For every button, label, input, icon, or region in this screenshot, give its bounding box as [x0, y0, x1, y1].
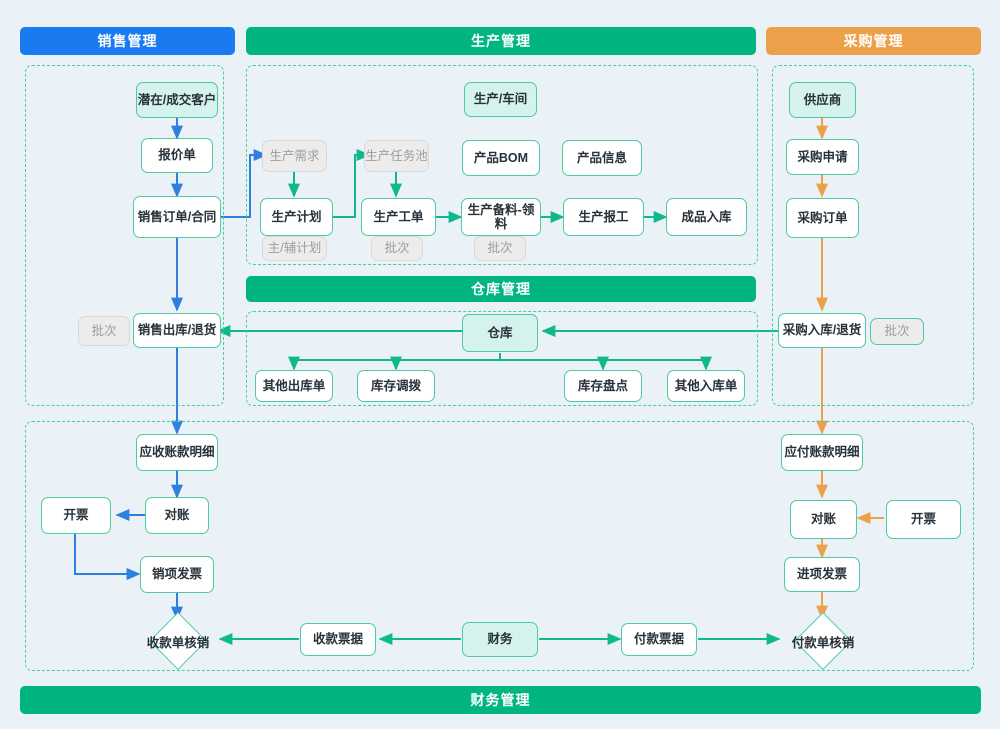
- node-purchase-request[interactable]: 采购申请: [786, 139, 859, 175]
- group-warehouse: [246, 311, 758, 406]
- node-ar-detail[interactable]: 应收账款明细: [136, 434, 218, 471]
- node-finance-center[interactable]: 财务: [462, 622, 538, 657]
- node-material-prep[interactable]: 生产备料-领料: [461, 198, 541, 236]
- node-receipt-document-label: 收款票据: [312, 632, 363, 647]
- node-payment-clearing[interactable]: 付款单核销: [767, 612, 879, 670]
- node-supplier[interactable]: 供应商: [789, 82, 856, 118]
- node-ap-reconcile-label: 对账: [810, 512, 836, 527]
- node-customer[interactable]: 潜在/成交客户: [136, 82, 218, 118]
- node-receipt-clearing[interactable]: 收款单核销: [122, 612, 234, 670]
- node-product-info[interactable]: 产品信息: [562, 140, 642, 176]
- node-stock-transfer[interactable]: 库存调拨: [357, 370, 435, 402]
- node-finished-goods-in[interactable]: 成品入库: [666, 198, 747, 236]
- node-stock-transfer-label: 库存调拨: [370, 378, 421, 393]
- node-batch-sales[interactable]: 批次: [78, 316, 130, 346]
- node-batch-work-order-label: 批次: [384, 241, 410, 256]
- node-output-invoice-label: 销项发票: [151, 567, 202, 582]
- node-other-outbound-label: 其他出库单: [262, 378, 326, 393]
- node-plan-tag-label: 主/辅计划: [267, 241, 322, 256]
- node-production-plan[interactable]: 生产计划: [260, 198, 333, 236]
- group-sales: [25, 65, 224, 406]
- node-production-plan-label: 生产计划: [271, 209, 322, 224]
- node-ar-detail-label: 应收账款明细: [139, 445, 215, 460]
- node-stocktake[interactable]: 库存盘点: [564, 370, 642, 402]
- node-batch-sales-label: 批次: [91, 323, 117, 338]
- node-output-invoice[interactable]: 销项发票: [140, 556, 214, 593]
- node-sales-outbound-label: 销售出库/退货: [137, 323, 217, 338]
- banner-finance: 财务管理: [20, 686, 981, 714]
- node-sales-order-label: 销售订单/合同: [137, 209, 217, 224]
- node-receipt-document[interactable]: 收款票据: [300, 623, 376, 656]
- node-batch-purchase[interactable]: 批次: [870, 318, 924, 345]
- node-ar-reconcile-label: 对账: [164, 508, 190, 523]
- node-sales-outbound[interactable]: 销售出库/退货: [133, 313, 221, 348]
- node-batch-material-prep-label: 批次: [487, 241, 513, 256]
- banner-sales-label: 销售管理: [97, 33, 158, 49]
- node-production-demand-label: 生产需求: [269, 148, 320, 163]
- node-payment-document[interactable]: 付款票据: [621, 623, 697, 656]
- node-production-report[interactable]: 生产报工: [563, 198, 644, 236]
- node-product-bom[interactable]: 产品BOM: [462, 140, 540, 176]
- node-production-report-label: 生产报工: [578, 209, 629, 224]
- node-payment-clearing-label: 付款单核销: [791, 635, 855, 650]
- node-supplier-label: 供应商: [803, 92, 842, 107]
- banner-purchase-label: 采购管理: [843, 33, 904, 49]
- banner-production-label: 生产管理: [471, 33, 531, 49]
- node-workshop[interactable]: 生产/车间: [464, 82, 537, 117]
- group-finance: [25, 421, 974, 671]
- node-batch-material-prep[interactable]: 批次: [474, 236, 526, 261]
- node-other-inbound[interactable]: 其他入库单: [667, 370, 745, 402]
- node-other-outbound[interactable]: 其他出库单: [255, 370, 333, 402]
- node-quotation[interactable]: 报价单: [141, 138, 213, 173]
- group-production: [246, 65, 758, 265]
- node-ap-invoice-issue[interactable]: 开票: [886, 500, 961, 539]
- node-ap-detail-label: 应付账款明细: [784, 445, 860, 460]
- banner-warehouse: 仓库管理: [246, 276, 756, 302]
- node-work-order-label: 生产工单: [373, 209, 424, 224]
- node-ar-invoice-issue-label: 开票: [63, 508, 89, 523]
- node-ar-invoice-issue[interactable]: 开票: [41, 497, 111, 534]
- node-quotation-label: 报价单: [158, 148, 196, 163]
- banner-finance-label: 财务管理: [470, 692, 531, 708]
- node-receipt-clearing-label: 收款单核销: [146, 635, 210, 650]
- node-stocktake-label: 库存盘点: [577, 378, 628, 393]
- node-purchase-order-label: 采购订单: [797, 210, 848, 225]
- node-task-pool[interactable]: 生产任务池: [364, 140, 429, 172]
- node-material-prep-label: 生产备料-领料: [467, 202, 535, 231]
- group-purchase: [772, 65, 974, 406]
- node-ap-detail[interactable]: 应付账款明细: [781, 434, 863, 471]
- node-task-pool-label: 生产任务池: [365, 148, 428, 163]
- node-ap-reconcile[interactable]: 对账: [790, 500, 857, 539]
- node-work-order[interactable]: 生产工单: [361, 198, 436, 236]
- banner-production: 生产管理: [246, 27, 756, 55]
- node-product-bom-label: 产品BOM: [473, 150, 529, 165]
- node-sales-order[interactable]: 销售订单/合同: [133, 196, 221, 238]
- banner-sales: 销售管理: [20, 27, 235, 55]
- node-input-invoice[interactable]: 进项发票: [784, 557, 860, 592]
- banner-warehouse-label: 仓库管理: [471, 281, 531, 297]
- node-plan-tag[interactable]: 主/辅计划: [262, 236, 327, 261]
- node-purchase-inbound-label: 采购入库/退货: [782, 323, 862, 338]
- node-input-invoice-label: 进项发票: [796, 567, 847, 582]
- node-other-inbound-label: 其他入库单: [674, 378, 738, 393]
- node-batch-purchase-label: 批次: [884, 324, 910, 339]
- node-finance-center-label: 财务: [487, 632, 513, 647]
- node-batch-work-order[interactable]: 批次: [371, 236, 423, 261]
- node-ar-reconcile[interactable]: 对账: [145, 497, 209, 534]
- node-product-info-label: 产品信息: [576, 150, 627, 165]
- node-production-demand[interactable]: 生产需求: [262, 140, 327, 172]
- node-purchase-request-label: 采购申请: [797, 149, 848, 164]
- node-warehouse-label: 仓库: [487, 325, 513, 340]
- banner-purchase: 采购管理: [766, 27, 981, 55]
- node-purchase-order[interactable]: 采购订单: [786, 198, 859, 238]
- node-payment-document-label: 付款票据: [633, 632, 684, 647]
- node-purchase-inbound[interactable]: 采购入库/退货: [778, 313, 866, 348]
- node-ap-invoice-issue-label: 开票: [910, 512, 936, 527]
- node-customer-label: 潜在/成交客户: [137, 92, 217, 107]
- node-finished-goods-in-label: 成品入库: [681, 209, 732, 224]
- node-workshop-label: 生产/车间: [473, 92, 528, 107]
- node-warehouse[interactable]: 仓库: [462, 314, 538, 352]
